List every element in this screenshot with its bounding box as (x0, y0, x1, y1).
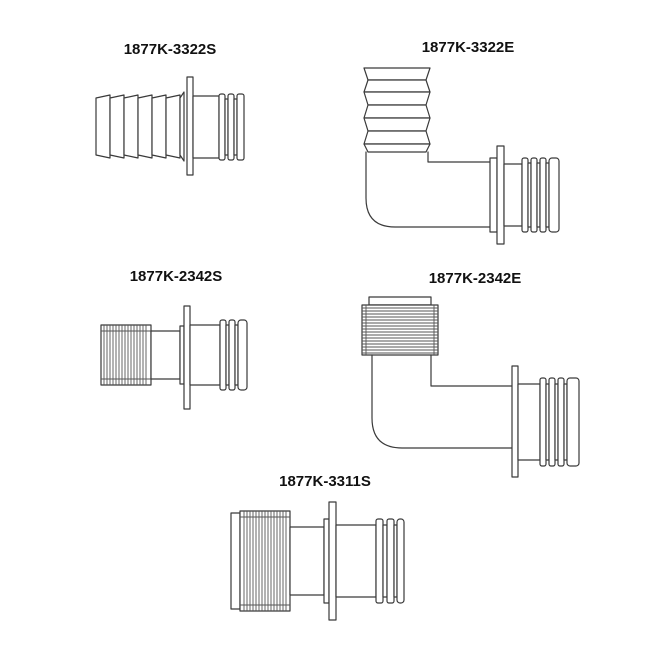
part-label-1877k-3322s: 1877K-3322S (124, 41, 217, 58)
part-1877k-3322e: 1877K-3322E (363, 39, 560, 245)
threaded-end (230, 510, 291, 612)
flange (328, 501, 337, 621)
part-label-1877k-3322e: 1877K-3322E (422, 39, 515, 56)
threaded-end (361, 296, 439, 356)
flange (496, 145, 505, 245)
elbow-body (371, 354, 513, 449)
part-1877k-2342s: 1877K-2342S (100, 268, 248, 410)
part-1877k-3322s: 1877K-3322S (95, 41, 245, 176)
barb-end (95, 94, 181, 159)
flange (183, 305, 191, 410)
flange (511, 365, 519, 478)
part-1877k-2342e: 1877K-2342E (361, 270, 580, 478)
oring-grooves (218, 93, 245, 161)
flange (186, 76, 194, 176)
part-label-1877k-2342s: 1877K-2342S (130, 268, 223, 285)
oring-grooves (375, 518, 405, 604)
oring-grooves (539, 377, 580, 467)
oring-grooves (219, 319, 248, 391)
part-label-1877k-3311s: 1877K-3311S (279, 473, 371, 490)
oring-grooves (521, 157, 560, 233)
barb-end (363, 67, 431, 153)
part-label-1877k-2342e: 1877K-2342E (429, 270, 522, 287)
threaded-end (100, 324, 152, 386)
part-1877k-3311s: 1877K-3311S (230, 473, 405, 621)
elbow-body (365, 151, 491, 228)
